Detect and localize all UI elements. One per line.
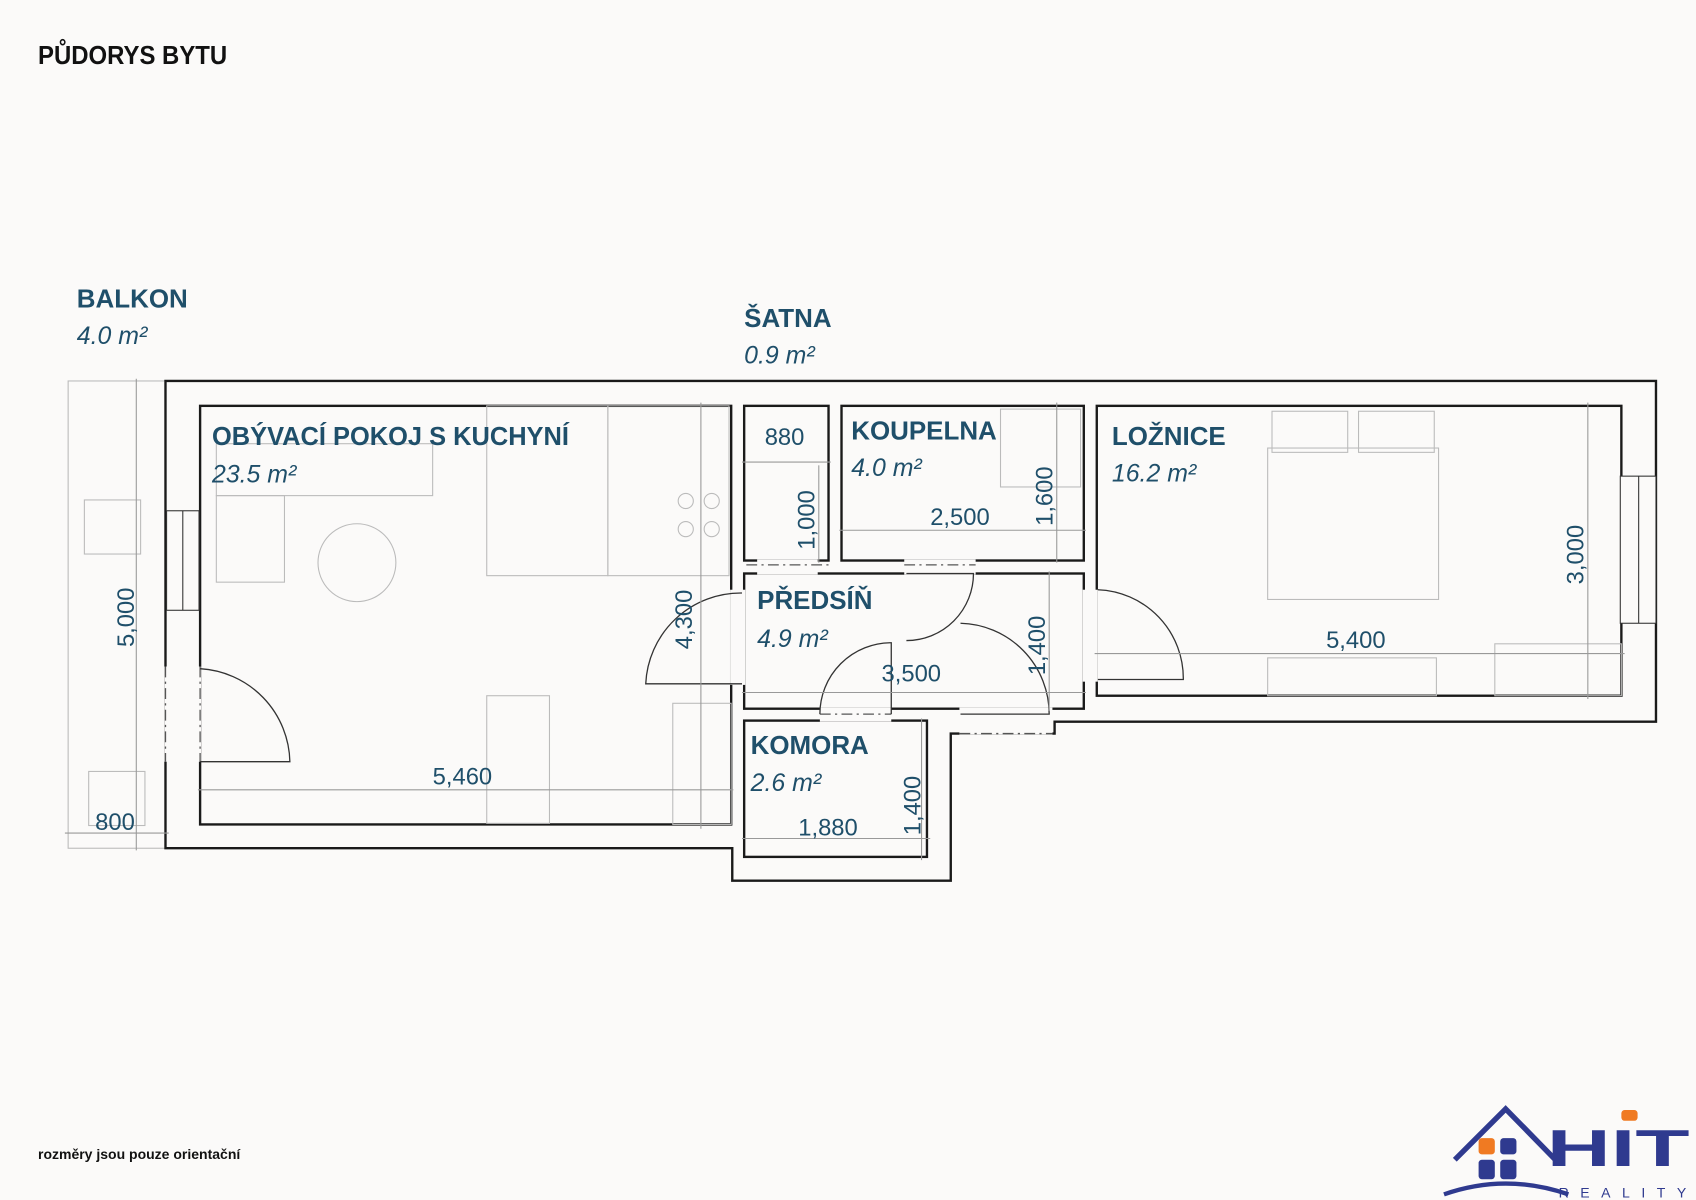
room-area-balkon: 4.0 m² (77, 322, 148, 350)
furniture (83, 405, 1622, 827)
room-name-predsin: PŘEDSÍŇ (757, 585, 872, 615)
logo-roof-icon (1452, 1105, 1558, 1162)
dim-predsin-width: 3,500 (882, 661, 942, 688)
dim-loznice-height: 3,000 (1563, 525, 1590, 585)
room-name-loznice: LOŽNICE (1112, 421, 1226, 451)
room-name-obyvaci: OBÝVACÍ POKOJ S KUCHYNÍ (212, 421, 570, 451)
openings (164, 475, 1657, 763)
logo-window-icon (1500, 1159, 1517, 1180)
room-name-komora: KOMORA (751, 732, 869, 760)
logo-window-icon (1500, 1138, 1517, 1155)
dim-predsin-height: 1,400 (1024, 616, 1051, 676)
door-komora (819, 642, 892, 715)
page-title: PŮDORYS BYTU (38, 40, 228, 70)
room-area-komora: 2.6 m² (750, 769, 822, 797)
logo-window-icon (1478, 1138, 1495, 1155)
dim-satna-width: 880 (765, 424, 805, 451)
dimension-lines (64, 378, 1625, 861)
door-loznice (1097, 589, 1184, 681)
door-balcony (200, 668, 291, 763)
dim-satna-height: 1,000 (793, 490, 820, 550)
dim-loznice-width: 5,400 (1326, 627, 1386, 654)
dim-komora-width: 1,880 (798, 814, 858, 841)
room-name-satna: ŠATNA (744, 303, 832, 333)
dim-koupelna-width: 2,500 (930, 504, 990, 531)
logo-dot-icon (1621, 1109, 1638, 1121)
hit-reality-logo: HIT REALITY (1443, 1105, 1690, 1200)
logo-window-icon (1478, 1159, 1495, 1180)
logo-sub: REALITY (1559, 1185, 1687, 1200)
room-area-satna: 0.9 m² (744, 342, 815, 370)
disclaimer-note: rozměry jsou pouze orientační (38, 1146, 241, 1162)
door-koupelna (906, 572, 975, 642)
room-area-loznice: 16.2 m² (1112, 460, 1197, 488)
dim-koupelna-height: 1,600 (1031, 466, 1058, 526)
logo-brand: HIT (1547, 1120, 1690, 1178)
door-obyvaci (645, 592, 743, 685)
dim-balkon-width: 800 (95, 809, 135, 836)
room-name-balkon: BALKON (77, 285, 188, 313)
dim-komora-height: 1,400 (899, 776, 926, 836)
room-area-predsin: 4.9 m² (757, 625, 828, 653)
dim-balkon-height: 5,000 (113, 588, 140, 648)
dim-obyvaci-width: 5,460 (433, 763, 493, 790)
dim-obyvaci-height: 4,300 (671, 590, 698, 650)
logo-arc-icon (1443, 1181, 1570, 1197)
door-entrance (960, 622, 1050, 715)
room-area-obyvaci: 23.5 m² (211, 461, 297, 489)
room-name-koupelna: KOUPELNA (851, 417, 997, 445)
room-area-koupelna: 4.0 m² (851, 454, 922, 482)
